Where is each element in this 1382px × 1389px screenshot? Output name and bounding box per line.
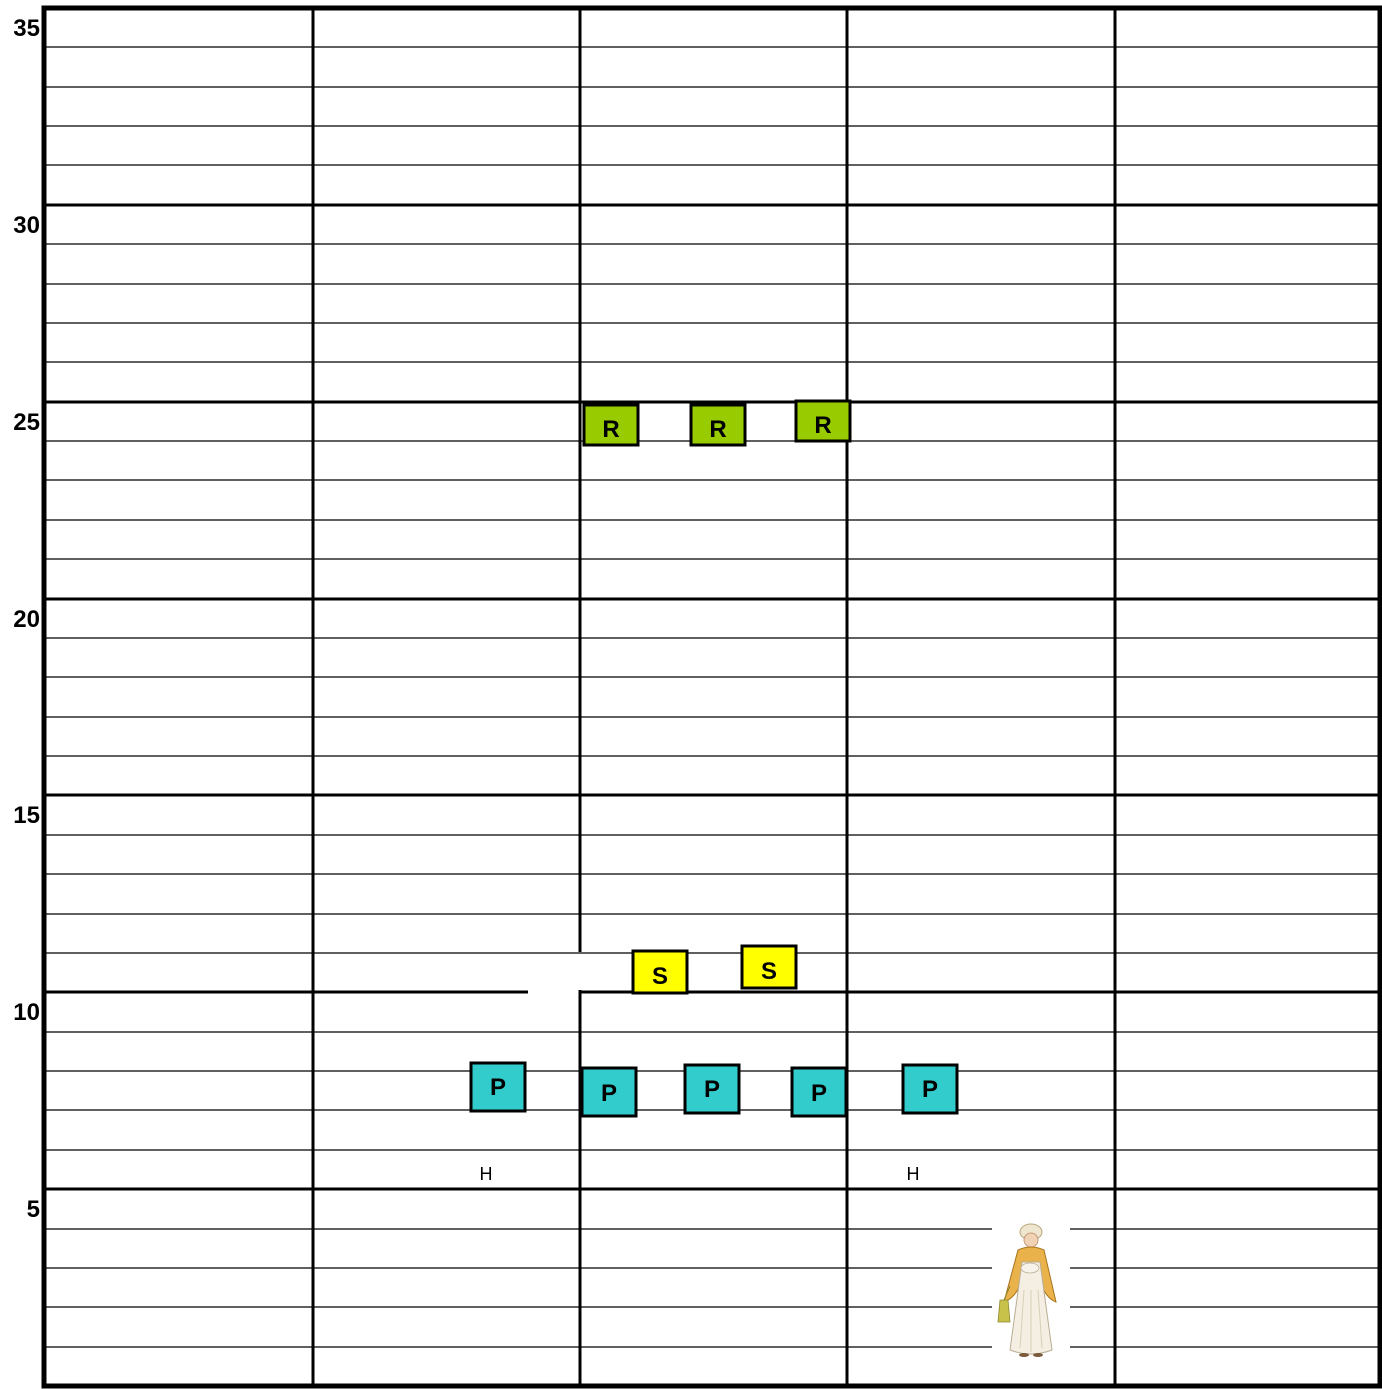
token-label: S	[652, 963, 668, 990]
token-label: R	[709, 416, 726, 443]
token-r[interactable]: R	[584, 405, 638, 445]
token-label: P	[601, 1080, 617, 1107]
token-label: R	[602, 416, 619, 443]
y-label-35: 35	[13, 15, 40, 42]
token-label: P	[704, 1076, 720, 1103]
token-s[interactable]: S	[633, 951, 687, 993]
token-label: R	[814, 412, 831, 439]
y-label-20: 20	[13, 606, 40, 633]
h-marker: H	[907, 1164, 920, 1184]
major-lines	[44, 8, 1380, 1386]
token-s[interactable]: S	[742, 946, 796, 988]
token-p[interactable]: P	[685, 1065, 739, 1113]
y-label-15: 15	[13, 802, 40, 829]
token-p[interactable]: P	[903, 1065, 957, 1113]
board-border	[44, 8, 1380, 1386]
token-p[interactable]: P	[792, 1068, 846, 1116]
y-label-30: 30	[13, 212, 40, 239]
token-r[interactable]: R	[796, 401, 850, 441]
token-r[interactable]: R	[691, 405, 745, 445]
token-p[interactable]: P	[582, 1068, 636, 1116]
token-p[interactable]: P	[471, 1063, 525, 1111]
y-label-5: 5	[27, 1196, 40, 1223]
lady-figure[interactable]	[992, 1222, 1070, 1360]
game-tokens: R R R S S P P P	[471, 401, 957, 1116]
y-label-10: 10	[13, 999, 40, 1026]
y-label-25: 25	[13, 409, 40, 436]
token-label: P	[811, 1080, 827, 1107]
token-label: S	[761, 958, 777, 985]
h-marker: H	[480, 1164, 493, 1184]
y-axis-labels: 35 30 25 20 15 10 5	[13, 15, 40, 1223]
row-lines	[44, 47, 1380, 1347]
token-label: P	[922, 1076, 938, 1103]
token-label: P	[490, 1074, 506, 1101]
